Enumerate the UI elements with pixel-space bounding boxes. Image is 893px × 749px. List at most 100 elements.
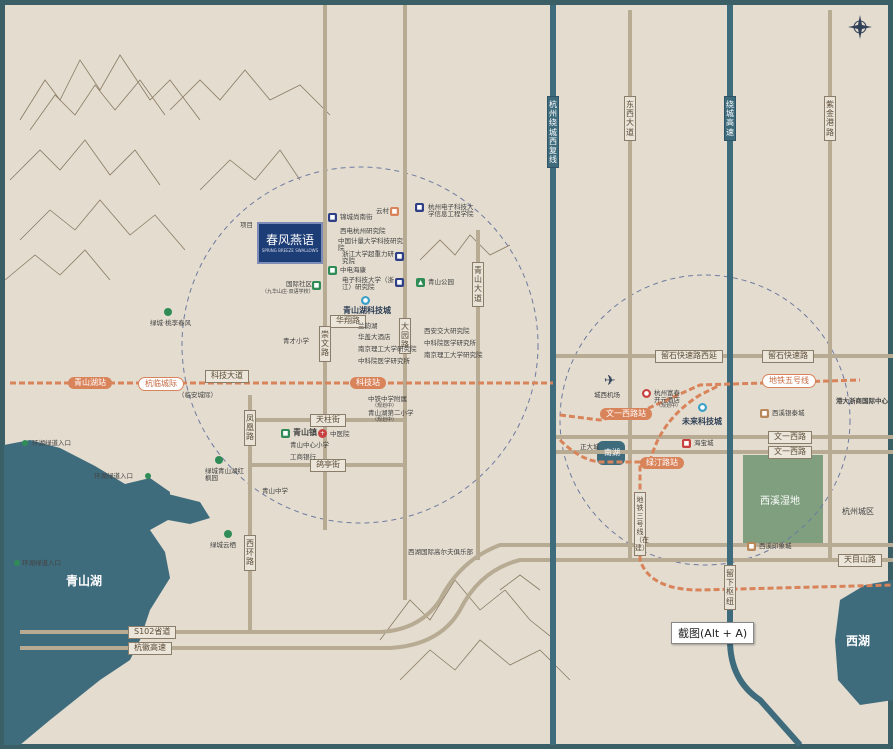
poi-future-tech[interactable]: 未来科技城	[682, 417, 722, 426]
poi-qingshan-park[interactable]: 青山公园	[428, 278, 454, 286]
station-qingshanhu[interactable]: 青山湖站	[68, 377, 112, 389]
poi-zhongyi[interactable]: 中医院	[330, 430, 350, 438]
poi-zhongdian[interactable]: 中电海康	[340, 266, 366, 274]
poi-zhongkeyuan[interactable]: 中科院医学研究所	[424, 339, 476, 347]
poi-qingshanzhen[interactable]: 青山镇	[293, 428, 317, 437]
poi-guoji[interactable]: 国际社区	[286, 280, 312, 288]
poi-beida-hotel[interactable]: 华盖大酒店	[358, 333, 391, 341]
poi-gongshang[interactable]: 工商银行	[290, 453, 316, 461]
road-ring-elevated: 绕城高速	[724, 96, 736, 141]
poi-lvcheng-hongfeng[interactable]: 绿城青山湖红枫园	[205, 467, 244, 483]
poi-kindergarten[interactable]: 南京理工大学研究院	[358, 345, 417, 353]
line-hanglin: 杭临城际	[138, 377, 184, 391]
poi-lvcheng-yuan[interactable]: 绿城·桃李春风	[150, 319, 192, 327]
poi-yunhe[interactable]: 云村	[376, 207, 389, 215]
university-icon-3: ■	[395, 278, 404, 287]
greenway-icon-2	[145, 473, 151, 479]
lake-inlet	[160, 492, 210, 524]
company-icon: ■	[328, 266, 337, 275]
xihu-lake	[835, 580, 893, 705]
poi-xidian2[interactable]: 西安交大研究院	[424, 327, 470, 335]
poi-zhejiang-uni[interactable]: 浙江大学超重力研究院	[342, 250, 394, 266]
project-logo[interactable]: 春风燕语 SPRING BREEZE SWALLOWS	[257, 222, 323, 264]
station-wenyi[interactable]: 文一西路站	[600, 408, 652, 420]
road-hanghui: 杭徽高速	[128, 642, 172, 655]
main-roads	[20, 5, 893, 650]
poi-huanhu-2[interactable]: 环湖绿道入口	[94, 472, 133, 480]
mall-icon-3: ■	[747, 542, 756, 551]
project-corner-tag: 项目	[240, 221, 253, 229]
poi-guangyuan-sub: （规划中）	[656, 403, 682, 409]
district-label: 杭州城区	[842, 507, 874, 516]
poi-airport[interactable]: 城西机场	[594, 391, 620, 399]
poi-nanli[interactable]: 南京理工大学研究院	[424, 351, 483, 359]
poi-xi-inner[interactable]: 港大浙商国际中心	[836, 397, 888, 405]
road-wenyi-west-2: 文一西路	[768, 446, 812, 459]
poi-zhongguo-ji[interactable]: 中国计量大学科技研究院	[338, 237, 403, 253]
hospital-icon: +	[318, 429, 327, 438]
poi-huanhu-3[interactable]: 环湖绿道入口	[22, 559, 61, 567]
xihu-label: 西湖	[846, 634, 871, 648]
tech-city-icon: ●	[361, 296, 370, 305]
poi-tianyang[interactable]: 西溪银泰城	[772, 409, 805, 417]
metro3-label: 地铁三号线（在建）	[634, 492, 649, 557]
poi-guoji-sub: （九华山庄·双语学校）	[262, 289, 314, 295]
compass-rose-icon	[847, 14, 873, 40]
road-huaxi-h: 华翔路	[330, 315, 366, 328]
poi-jincheng[interactable]: 锦城尚南街	[340, 213, 373, 221]
poi-qingshan-no2[interactable]: 青山湖第二小学	[368, 409, 414, 417]
lvcheng-icon	[164, 308, 172, 316]
poi-guangyuan[interactable]: 杭州富春开元酒店	[654, 389, 680, 405]
radius-circle-east	[559, 274, 851, 566]
road-wenyi-west: 文一西路	[768, 431, 812, 444]
qingshan-lake	[4, 440, 170, 745]
poi-nanshan-middle[interactable]: 青山中心小学	[290, 441, 329, 449]
poi-xinpu[interactable]: 海宝城	[694, 439, 714, 447]
radius-circle-west	[181, 166, 539, 524]
nanhu-label: 南湖	[604, 448, 620, 457]
mall-icon-2: ■	[760, 409, 769, 418]
poi-xinghe[interactable]: 中科院医学研究所	[358, 357, 410, 365]
road-liushi: 留石快速路	[762, 350, 814, 363]
poi-qingshan-middle[interactable]: 青山中学	[262, 487, 288, 495]
poi-xinqing[interactable]: 中铁中学附属	[368, 395, 407, 403]
poi-hangzhou-eng[interactable]: 杭州电子科技大学信息工程学院	[428, 203, 474, 219]
station-keji[interactable]: 科技站	[350, 377, 386, 389]
poi-xinqing-sub: （规划中）	[372, 403, 398, 409]
community-icon: ■	[312, 281, 321, 290]
university-icon-2: ■	[395, 252, 404, 261]
poi-chengdian[interactable]: 电子科技大学（浙江）研究院	[342, 276, 394, 292]
road-s102: S102省道	[128, 626, 177, 639]
lvcheng-icon-2	[215, 456, 223, 464]
road-tianzhu: 天柱街	[310, 414, 346, 427]
road-ring-west: 杭州绕城西复线	[547, 96, 559, 169]
poi-huanhu-1[interactable]: 环湖绿道入口	[32, 439, 71, 447]
road-dayuan: 大园路	[399, 318, 411, 354]
mountain-sketches	[4, 54, 571, 681]
poi-lvcheng-yunxi[interactable]: 绿城云栖	[210, 541, 236, 549]
hotel-icon: ●	[642, 389, 651, 398]
station-lvting[interactable]: 绿汀路站	[640, 457, 684, 469]
poi-xixi-park[interactable]: 西溪印象城	[759, 542, 792, 550]
village-icon: ■	[390, 207, 399, 216]
xixi-wetland	[743, 455, 823, 545]
project-name: 春风燕语	[265, 233, 314, 247]
line-metro5: 地铁五号线	[762, 374, 816, 388]
poi-qingshan-tech[interactable]: 青山湖科技城	[343, 306, 391, 315]
park-icon: ▲	[416, 278, 425, 287]
poi-golf[interactable]: 西湖国际高尔夫俱乐部	[408, 548, 473, 556]
poi-lanyi[interactable]: 兰韵湖	[358, 322, 378, 330]
road-tianmu: 天目山路	[838, 554, 882, 567]
road-keji: 科技大道	[205, 370, 249, 383]
road-yuting: 鸽亭街	[310, 459, 346, 472]
poi-yongcheng[interactable]: 正大城	[580, 443, 600, 451]
poi-xidian[interactable]: 西电杭州研究院	[340, 227, 386, 235]
poi-xincai-school[interactable]: 青才小学	[283, 337, 309, 345]
road-liuxia: 留下枢纽	[724, 565, 736, 610]
screenshot-tooltip: 截图(Alt + A)	[671, 622, 755, 644]
lvcheng-icon-3	[224, 530, 232, 538]
university-icon: ■	[415, 203, 424, 212]
